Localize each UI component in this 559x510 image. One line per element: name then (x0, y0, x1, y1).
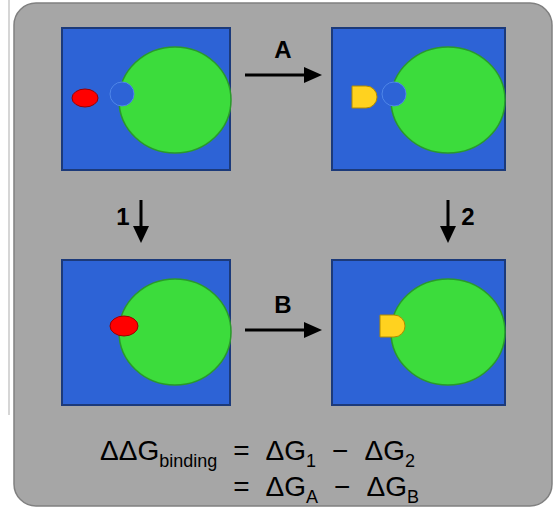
ligand-red (72, 89, 98, 107)
binding-pocket (110, 82, 134, 106)
equation-term: ΔG (266, 470, 306, 504)
protein-shape (391, 279, 505, 385)
arrow-shaft (245, 329, 306, 332)
protein-shape (119, 47, 231, 153)
solvent-box (332, 260, 505, 405)
arrow-shaft (140, 200, 143, 228)
arrow-head (133, 226, 149, 243)
binding-pocket (382, 82, 406, 106)
arrow-label: 2 (461, 205, 474, 229)
equation-term: − (334, 470, 350, 504)
subscript: B (407, 487, 419, 509)
equation-term: − (332, 434, 348, 468)
equation-term: = (233, 470, 249, 504)
arrow-label: 1 (116, 205, 129, 229)
arrow-shaft (245, 74, 306, 77)
ligand-yellow (352, 86, 377, 108)
arrow-head (304, 67, 322, 83)
protein-shape (391, 47, 505, 153)
equation-term: ΔG (266, 434, 306, 468)
arrow-shaft (447, 200, 450, 228)
ligand-red (110, 316, 138, 336)
equation-term: ΔG (366, 470, 406, 504)
solvent-box (62, 260, 230, 405)
arrow-label: A (274, 38, 291, 62)
subscript: A (306, 487, 318, 509)
arrow-head (304, 322, 322, 338)
equation-line: =ΔGA−ΔGB (233, 470, 419, 504)
subscript: binding (159, 451, 217, 473)
equation-line: ΔΔGbinding=ΔG1−ΔG2 (100, 434, 415, 468)
subscript: 2 (405, 451, 415, 473)
edge-rule (8, 0, 10, 415)
background-panel (14, 3, 552, 506)
subscript: 1 (306, 451, 316, 473)
solvent-box (332, 28, 505, 170)
equation-term: ΔΔG (100, 434, 159, 468)
solvent-box (62, 28, 230, 170)
arrow-head (440, 226, 456, 243)
equation-term: ΔG (364, 434, 404, 468)
equation-term: = (233, 434, 249, 468)
ligand-yellow (380, 315, 405, 337)
arrow-label: B (274, 293, 291, 317)
